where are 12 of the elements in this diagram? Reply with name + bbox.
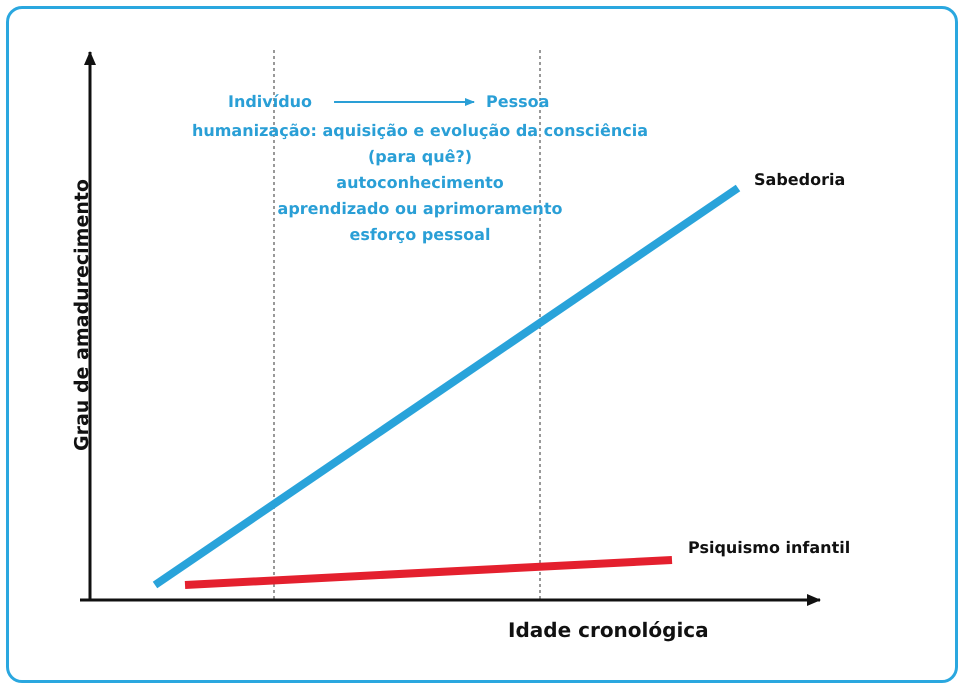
line-label: Psiquismo infantil bbox=[688, 538, 850, 558]
node-label: Pessoa bbox=[486, 92, 550, 112]
line-label: Sabedoria bbox=[754, 170, 846, 190]
axis-title: Grau de amadurecimento bbox=[72, 179, 92, 451]
arrow bbox=[334, 98, 475, 106]
axis-title: Idade cronológica bbox=[508, 618, 709, 642]
annotation-text: esforço pessoal bbox=[350, 225, 490, 245]
node-label: Indivíduo bbox=[228, 92, 312, 112]
annotation-text: (para quê?) bbox=[368, 147, 472, 167]
annotation-text: aprendizado ou aprimoramento bbox=[278, 199, 562, 219]
annotation-text: humanização: aquisição e evolução da consciência bbox=[192, 121, 648, 141]
annotation-text: autoconhecimento bbox=[336, 173, 504, 193]
